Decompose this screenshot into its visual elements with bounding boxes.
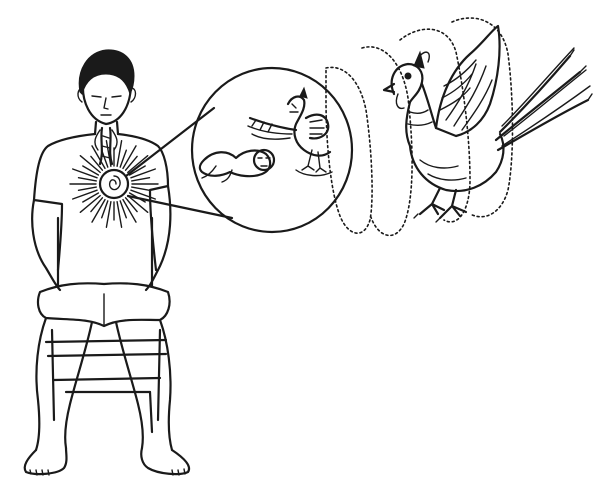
large-phoenix — [384, 26, 592, 222]
light-rays — [70, 141, 158, 228]
magnify-line-bottom — [128, 196, 232, 218]
ray — [132, 187, 150, 190]
seated-man — [25, 50, 189, 475]
hair — [79, 50, 134, 94]
phoenix-tail — [496, 48, 592, 150]
ray — [126, 198, 138, 212]
closed-eyes — [92, 96, 121, 97]
ray — [79, 187, 97, 190]
face — [83, 84, 131, 124]
left-leg — [36, 318, 46, 450]
ray — [73, 169, 97, 178]
ray — [117, 202, 122, 228]
ray — [117, 141, 122, 167]
ray — [73, 190, 97, 199]
ray — [91, 198, 103, 212]
infant — [200, 150, 274, 182]
ray — [106, 202, 111, 228]
small-phoenix — [248, 88, 332, 176]
ray — [132, 178, 150, 181]
left-foot — [25, 448, 67, 474]
right-foot — [141, 448, 189, 474]
left-arm — [32, 200, 60, 290]
torso — [34, 134, 95, 270]
ray — [79, 178, 97, 181]
dotted-loops — [326, 18, 513, 235]
